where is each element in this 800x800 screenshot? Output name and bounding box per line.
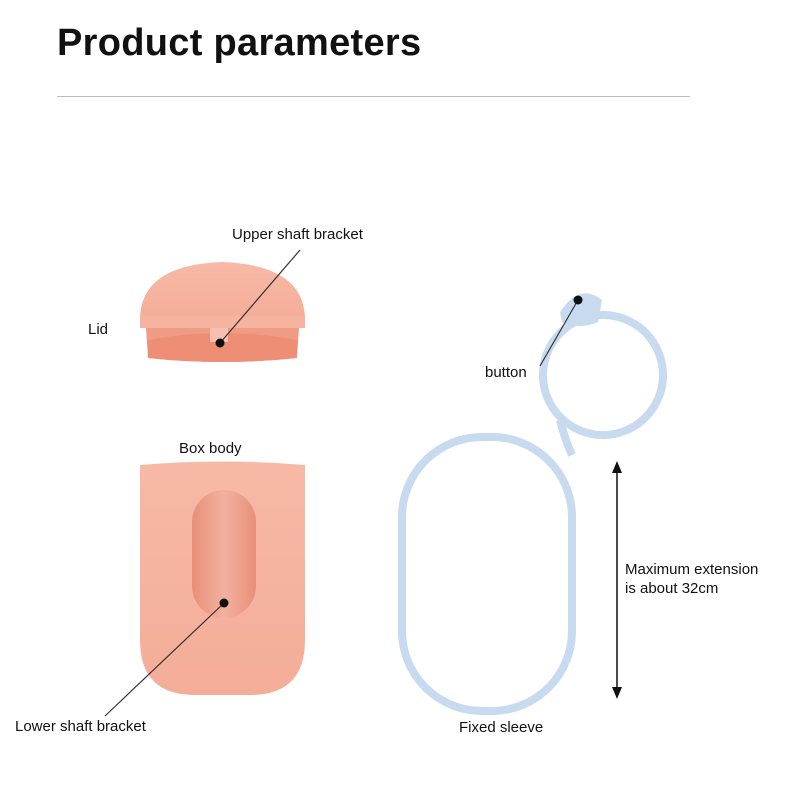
- button-part: [560, 293, 602, 326]
- extension-arrow: [612, 461, 622, 699]
- button-leader: [539, 299, 579, 367]
- lower-shaft-bracket-label: Lower shaft bracket: [15, 718, 146, 735]
- lower-bracket-dot: [219, 598, 229, 608]
- lid-label: Lid: [88, 321, 109, 338]
- fixed-sleeve-label: Fixed sleeve: [459, 719, 544, 736]
- upper-bracket-dot: [215, 338, 225, 348]
- title-divider: [57, 96, 690, 97]
- lower-bracket-leader: [104, 602, 225, 717]
- box-body-part: [140, 461, 305, 695]
- lid-part: [140, 262, 305, 362]
- box-body-label: Box body: [179, 440, 242, 457]
- upper-bracket-leader: [219, 249, 301, 344]
- max-extension-line1: Maximum extension: [625, 561, 759, 578]
- button-dot: [573, 295, 583, 305]
- fixed-sleeve-part: [398, 311, 667, 715]
- max-extension-line2: is about 32cm: [625, 580, 719, 597]
- button-label: button: [485, 364, 527, 381]
- upper-shaft-bracket-label: Upper shaft bracket: [232, 226, 363, 243]
- page-title: Product parameters: [57, 22, 422, 64]
